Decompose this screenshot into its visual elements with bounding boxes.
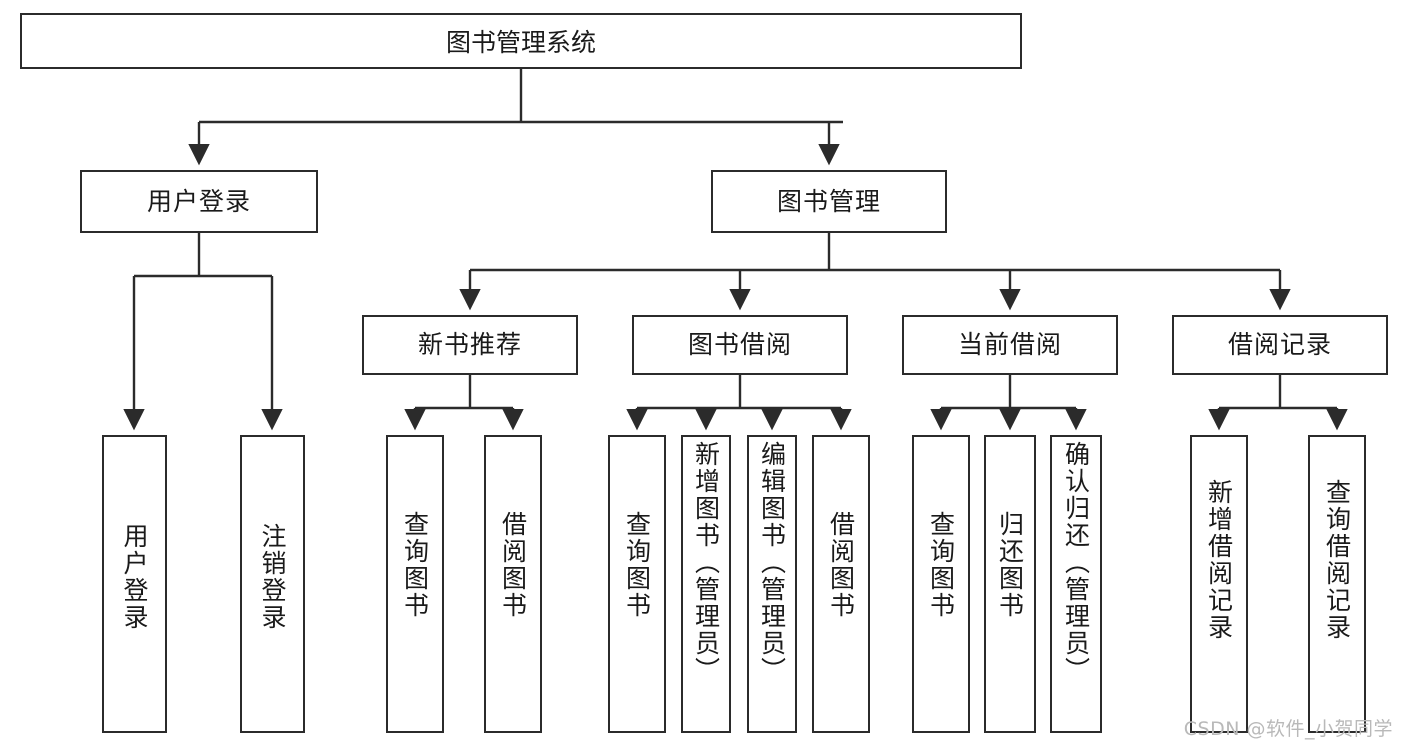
- node-label: 查询借阅记录: [1322, 479, 1352, 641]
- node-label: 借阅图书: [826, 511, 856, 619]
- node-leaf-user-login[interactable]: 用户登录: [102, 435, 167, 733]
- node-book-manage[interactable]: 图书管理: [711, 170, 947, 233]
- node-label: 图书管理系统: [445, 28, 596, 57]
- node-label: 新书推荐: [417, 330, 522, 360]
- node-label: 归还图书: [995, 511, 1025, 619]
- node-label: 新增图书（管理员）: [691, 441, 721, 684]
- node-leaf-borrow-book[interactable]: 借阅图书: [812, 435, 870, 733]
- node-label: 用户登录: [146, 186, 251, 216]
- node-leaf-add-book[interactable]: 新增图书（管理员）: [681, 435, 731, 733]
- node-current-borrow[interactable]: 当前借阅: [902, 315, 1118, 375]
- node-label: 注销登录: [258, 523, 287, 631]
- node-label: 确认归还（管理员）: [1061, 441, 1091, 684]
- node-new-book-recommend[interactable]: 新书推荐: [362, 315, 578, 375]
- watermark-text: CSDN @软件_小贺同学: [1183, 718, 1393, 740]
- node-leaf-logout[interactable]: 注销登录: [240, 435, 305, 733]
- node-leaf-query-borrow-record[interactable]: 查询借阅记录: [1308, 435, 1366, 733]
- node-label: 用户登录: [120, 523, 149, 631]
- node-label: 编辑图书（管理员）: [757, 441, 787, 684]
- node-label: 图书管理: [776, 186, 881, 216]
- node-label: 当前借阅: [957, 330, 1062, 360]
- node-leaf-query-book-current[interactable]: 查询图书: [912, 435, 970, 733]
- node-label: 借阅记录: [1227, 330, 1332, 360]
- node-label: 查询图书: [926, 511, 956, 619]
- node-leaf-confirm-return[interactable]: 确认归还（管理员）: [1050, 435, 1102, 733]
- node-user-login[interactable]: 用户登录: [80, 170, 318, 233]
- node-label: 图书借阅: [687, 330, 792, 360]
- node-label: 查询图书: [400, 511, 430, 619]
- node-leaf-borrow-book-recommend[interactable]: 借阅图书: [484, 435, 542, 733]
- node-leaf-add-borrow-record[interactable]: 新增借阅记录: [1190, 435, 1248, 733]
- node-root-system[interactable]: 图书管理系统: [20, 13, 1022, 69]
- node-borrow-record[interactable]: 借阅记录: [1172, 315, 1388, 375]
- node-leaf-edit-book[interactable]: 编辑图书（管理员）: [747, 435, 797, 733]
- node-label: 查询图书: [622, 511, 652, 619]
- node-label: 新增借阅记录: [1204, 479, 1234, 641]
- node-leaf-query-book-recommend[interactable]: 查询图书: [386, 435, 444, 733]
- node-leaf-query-book-borrow[interactable]: 查询图书: [608, 435, 666, 733]
- node-leaf-return-book[interactable]: 归还图书: [984, 435, 1036, 733]
- node-book-borrow[interactable]: 图书借阅: [632, 315, 848, 375]
- node-label: 借阅图书: [498, 511, 528, 619]
